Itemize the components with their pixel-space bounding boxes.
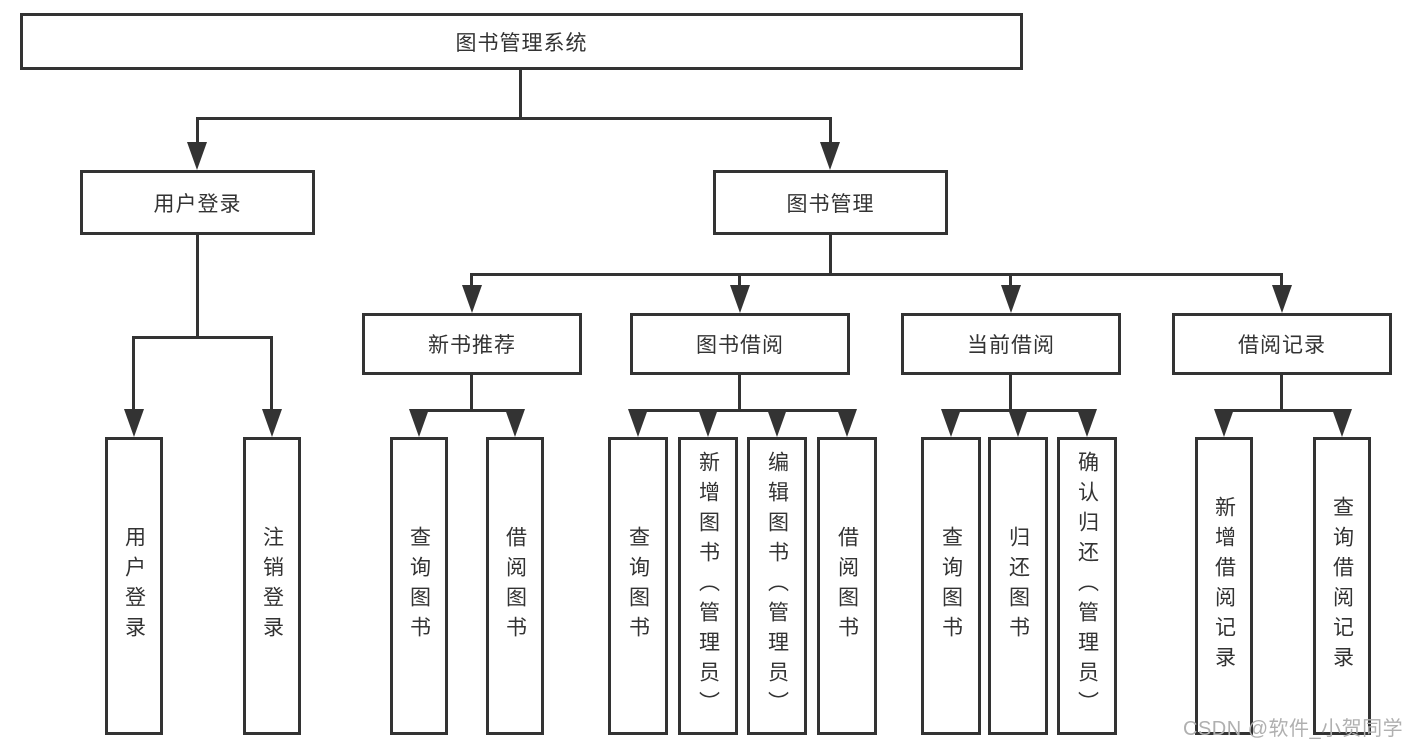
connector-vline <box>829 117 832 144</box>
connector-vline <box>738 273 741 285</box>
node-book-management: 图书管理 <box>713 170 948 235</box>
arrowhead-down-icon <box>1214 409 1234 437</box>
leaf-label: 借阅图书 <box>835 526 859 646</box>
arrowhead-down-icon <box>837 409 857 437</box>
node-borrowing-records: 借阅记录 <box>1172 313 1392 375</box>
arrowhead-down-icon <box>505 409 525 437</box>
leaf-edit-books-admin: 编辑图书（管理员） <box>747 437 807 735</box>
node-label: 用户登录 <box>153 192 242 216</box>
arrowhead-down-icon <box>1008 409 1028 437</box>
node-label: 当前借阅 <box>967 334 1055 357</box>
arrowhead-down-icon <box>820 142 840 170</box>
leaf-query-borrow-record: 查询借阅记录 <box>1313 437 1371 735</box>
leaf-add-books-admin: 新增图书（管理员） <box>678 437 738 735</box>
connector-vline <box>196 235 199 336</box>
node-label: 图书管理系统 <box>455 31 588 55</box>
connector-vline <box>132 336 135 409</box>
connector-hline <box>417 409 516 412</box>
connector-vline <box>829 235 832 273</box>
node-user-login: 用户登录 <box>80 170 315 235</box>
arrowhead-down-icon <box>187 142 207 170</box>
arrowhead-down-icon <box>262 409 282 437</box>
leaf-label: 用户登录 <box>122 526 146 646</box>
leaf-logout: 注销登录 <box>243 437 301 735</box>
connector-vline <box>1280 273 1283 285</box>
arrowhead-down-icon <box>628 409 648 437</box>
arrowhead-down-icon <box>1077 409 1097 437</box>
leaf-return-books: 归还图书 <box>988 437 1048 735</box>
connector-vline <box>470 375 473 409</box>
leaf-label: 查询图书 <box>407 526 431 646</box>
leaf-label: 查询图书 <box>626 526 650 646</box>
node-new-book-recommendation: 新书推荐 <box>362 313 582 375</box>
leaf-label: 归还图书 <box>1006 526 1030 646</box>
node-library-management-system: 图书管理系统 <box>20 13 1023 70</box>
connector-hline <box>1222 409 1343 412</box>
connector-vline <box>270 336 273 409</box>
connector-vline <box>519 70 522 117</box>
arrowhead-down-icon <box>767 409 787 437</box>
leaf-label: 借阅图书 <box>503 526 527 646</box>
connector-vline <box>196 117 199 144</box>
node-label: 图书借阅 <box>696 334 784 357</box>
connector-vline <box>738 375 741 409</box>
connector-vline <box>470 273 473 285</box>
connector-hline <box>132 336 273 339</box>
leaf-borrow-books-recommend: 借阅图书 <box>486 437 544 735</box>
leaf-label: 新增借阅记录 <box>1212 496 1236 676</box>
arrowhead-down-icon <box>1272 285 1292 313</box>
arrowhead-down-icon <box>124 409 144 437</box>
arrowhead-down-icon <box>1001 285 1021 313</box>
arrowhead-down-icon <box>941 409 961 437</box>
leaf-label: 注销登录 <box>260 526 284 646</box>
arrowhead-down-icon <box>462 285 482 313</box>
leaf-borrow-books-borrowing: 借阅图书 <box>817 437 877 735</box>
node-book-borrowing: 图书借阅 <box>630 313 850 375</box>
leaf-confirm-return-admin: 确认归还（管理员） <box>1057 437 1117 735</box>
connector-vline <box>1009 375 1012 409</box>
leaf-query-books-current: 查询图书 <box>921 437 981 735</box>
arrowhead-down-icon <box>1332 409 1352 437</box>
leaf-add-borrow-record: 新增借阅记录 <box>1195 437 1253 735</box>
leaf-label: 编辑图书（管理员） <box>765 451 789 721</box>
connector-hline <box>470 273 1283 276</box>
connector-vline <box>1009 273 1012 285</box>
arrowhead-down-icon <box>698 409 718 437</box>
arrowhead-down-icon <box>409 409 429 437</box>
connector-vline <box>1280 375 1283 409</box>
connector-hline <box>636 409 848 412</box>
leaf-label: 查询借阅记录 <box>1330 496 1354 676</box>
leaf-label: 确认归还（管理员） <box>1075 451 1099 721</box>
leaf-label: 新增图书（管理员） <box>696 451 720 721</box>
node-label: 图书管理 <box>786 192 875 216</box>
csdn-watermark: CSDN @软件_小贺同学 <box>1183 718 1404 740</box>
arrowhead-down-icon <box>730 285 750 313</box>
leaf-user-login: 用户登录 <box>105 437 163 735</box>
leaf-query-books-recommend: 查询图书 <box>390 437 448 735</box>
node-label: 借阅记录 <box>1238 334 1326 357</box>
node-current-borrowing: 当前借阅 <box>901 313 1121 375</box>
node-label: 新书推荐 <box>428 334 516 357</box>
leaf-label: 查询图书 <box>939 526 963 646</box>
leaf-query-books-borrowing: 查询图书 <box>608 437 668 735</box>
connector-hline <box>196 117 832 120</box>
